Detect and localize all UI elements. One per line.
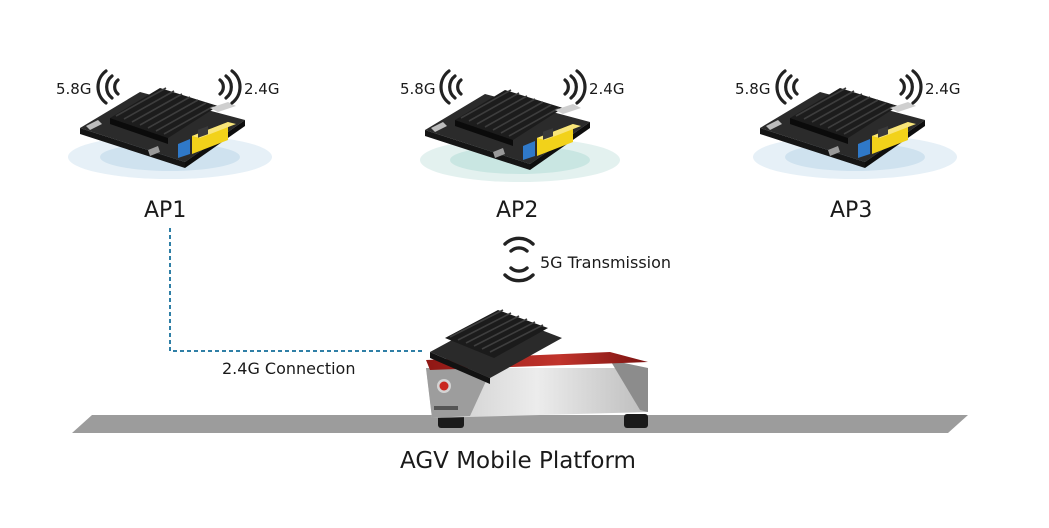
ap2-label: AP2 <box>496 198 539 223</box>
broadcast-signal-icon <box>503 236 535 283</box>
transmission-label: 5G Transmission <box>540 253 672 272</box>
agv-board-image <box>430 309 562 384</box>
connection-label: 2.4G Connection <box>222 359 356 378</box>
ap3-label: AP3 <box>830 198 873 223</box>
ap1-band-right: 2.4G <box>244 80 280 98</box>
wifi-signal-left-icon <box>96 69 120 105</box>
platform-title: AGV Mobile Platform <box>400 448 636 474</box>
ap1-band-left: 5.8G <box>56 80 92 98</box>
wifi-signal-right-icon <box>899 69 923 105</box>
connection-line-dashed <box>169 228 425 352</box>
ap3-band-left: 5.8G <box>735 80 771 98</box>
agv-robot-image <box>426 352 648 428</box>
ap1-label: AP1 <box>144 198 187 223</box>
wifi-signal-right-icon <box>218 69 242 105</box>
wifi-signal-left-icon <box>439 69 463 105</box>
wifi-signal-right-icon <box>563 69 587 105</box>
ap3-band-right: 2.4G <box>925 80 961 98</box>
ap2-band-right: 2.4G <box>589 80 625 98</box>
floor-platform <box>72 415 968 433</box>
ap2-band-left: 5.8G <box>400 80 436 98</box>
wifi-signal-left-icon <box>775 69 799 105</box>
